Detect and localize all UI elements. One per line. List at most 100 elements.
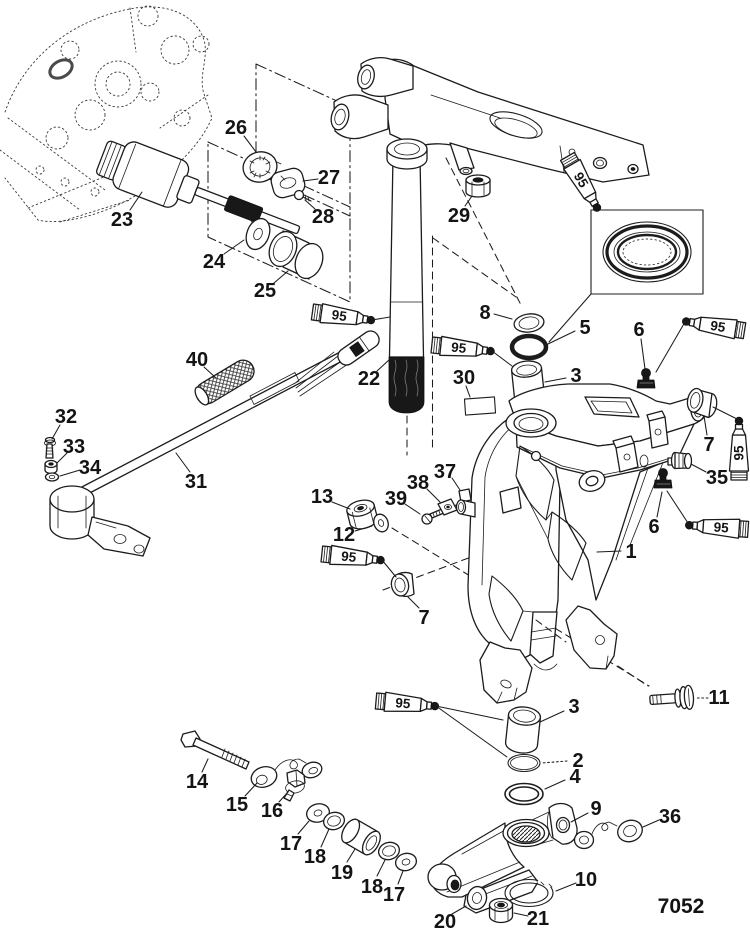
svg-text:20: 20 xyxy=(434,911,456,929)
part-20-washer xyxy=(466,885,488,911)
part-11-bolt xyxy=(649,684,695,710)
part-34-washer xyxy=(44,472,60,482)
part-8-washer xyxy=(513,313,545,333)
callout-14: 14 xyxy=(186,758,209,793)
lubricant-tube-leaders xyxy=(371,316,738,758)
svg-text:35: 35 xyxy=(706,467,728,489)
part-12-washer xyxy=(373,513,389,533)
svg-text:7: 7 xyxy=(703,434,714,456)
svg-text:95: 95 xyxy=(713,519,730,535)
engine-outline-sketch xyxy=(0,5,213,223)
svg-text:39: 39 xyxy=(385,488,407,510)
svg-text:17: 17 xyxy=(280,833,302,855)
callout-5: 5 xyxy=(547,317,591,345)
callout-34: 34 xyxy=(59,457,102,479)
callout-18-b: 18 xyxy=(361,859,386,898)
part-1-swivel-bracket xyxy=(467,383,708,704)
svg-text:8: 8 xyxy=(479,302,490,324)
svg-text:3: 3 xyxy=(568,696,579,718)
svg-text:27: 27 xyxy=(318,167,340,189)
callout-24: 24 xyxy=(203,239,245,273)
svg-text:2: 2 xyxy=(572,750,583,772)
callout-1: 1 xyxy=(596,541,637,563)
svg-text:18: 18 xyxy=(361,876,383,898)
callout-6-lower: 6 xyxy=(648,491,663,538)
part-3-bushing-lower xyxy=(504,706,542,754)
callout-8: 8 xyxy=(479,302,513,324)
svg-text:12: 12 xyxy=(333,524,355,546)
svg-text:38: 38 xyxy=(407,472,429,494)
lubricant-tube-seal: 95 xyxy=(558,151,608,217)
callout-33: 33 xyxy=(56,436,85,464)
svg-text:6: 6 xyxy=(633,319,644,341)
callout-7-right: 7 xyxy=(703,415,715,456)
svg-text:11: 11 xyxy=(708,687,729,709)
part-24-washer xyxy=(245,217,271,251)
svg-text:36: 36 xyxy=(659,806,681,828)
callout-16: 16 xyxy=(261,791,289,822)
svg-text:32: 32 xyxy=(55,406,77,428)
callout-3-upper: 3 xyxy=(544,365,582,387)
callout-29: 29 xyxy=(448,195,473,227)
part-14-bolt xyxy=(180,730,250,770)
svg-text:19: 19 xyxy=(331,862,353,884)
part-7-bushing-lower xyxy=(390,571,415,598)
svg-text:95: 95 xyxy=(450,340,467,357)
part-36-lanyard xyxy=(573,819,643,850)
part-27-cam-plate xyxy=(270,167,306,199)
callout-39: 39 xyxy=(385,488,421,515)
svg-text:95: 95 xyxy=(331,307,348,324)
svg-text:30: 30 xyxy=(453,367,475,389)
part-37-pin xyxy=(455,488,476,518)
lubricant-tube-fitting-lower: 95 xyxy=(685,516,749,539)
lubricant-tube-fitting-upper: 95 xyxy=(681,312,746,341)
callout-7-lower: 7 xyxy=(407,596,430,629)
callout-3-lower: 3 xyxy=(539,696,580,723)
grouping-boxes xyxy=(207,63,351,303)
lubricant-tube-bushing-lower: 95 xyxy=(320,543,386,571)
part-19-spacer xyxy=(341,818,381,856)
svg-text:21: 21 xyxy=(527,908,549,929)
callout-10: 10 xyxy=(555,869,597,892)
callout-17-b: 17 xyxy=(383,870,405,906)
callout-9: 9 xyxy=(570,798,602,823)
part-29-nut xyxy=(465,174,491,198)
part-5-oring xyxy=(509,333,549,361)
part-35-bolt xyxy=(667,451,693,470)
part-13-nut xyxy=(346,499,379,530)
svg-text:6: 6 xyxy=(648,516,659,538)
svg-text:33: 33 xyxy=(63,436,85,458)
part-22-swivel-shaft xyxy=(388,155,425,456)
callout-13: 13 xyxy=(311,486,351,510)
callout-26: 26 xyxy=(225,117,257,153)
svg-text:37: 37 xyxy=(434,461,456,483)
svg-text:15: 15 xyxy=(226,794,248,816)
part-6-grease-fitting-lower xyxy=(653,468,673,489)
part-18-bushing-a xyxy=(322,811,346,831)
callout-2: 2 xyxy=(541,750,584,772)
part-30-decal xyxy=(463,396,497,416)
callout-37: 37 xyxy=(434,461,461,491)
lubricant-tube-bottom: 95 xyxy=(374,690,441,717)
svg-text:5: 5 xyxy=(579,317,590,339)
svg-text:1: 1 xyxy=(625,541,636,563)
part-25-bushing xyxy=(268,230,324,280)
callout-31: 31 xyxy=(175,452,207,493)
part-31-link-rod xyxy=(49,330,380,557)
svg-text:24: 24 xyxy=(203,251,226,273)
callout-15: 15 xyxy=(226,782,258,816)
callout-25: 25 xyxy=(254,270,289,302)
svg-text:95: 95 xyxy=(709,318,727,335)
callout-17-a: 17 xyxy=(280,820,310,855)
svg-text:95: 95 xyxy=(571,170,592,191)
part-6-grease-fitting-upper xyxy=(636,368,656,389)
svg-text:26: 26 xyxy=(225,117,247,139)
part-23-cable-end xyxy=(95,140,301,235)
callout-20: 20 xyxy=(434,905,467,929)
callout-32: 32 xyxy=(51,406,77,440)
callout-12: 12 xyxy=(333,524,373,546)
callout-22: 22 xyxy=(358,359,390,390)
callout-28: 28 xyxy=(304,199,334,228)
